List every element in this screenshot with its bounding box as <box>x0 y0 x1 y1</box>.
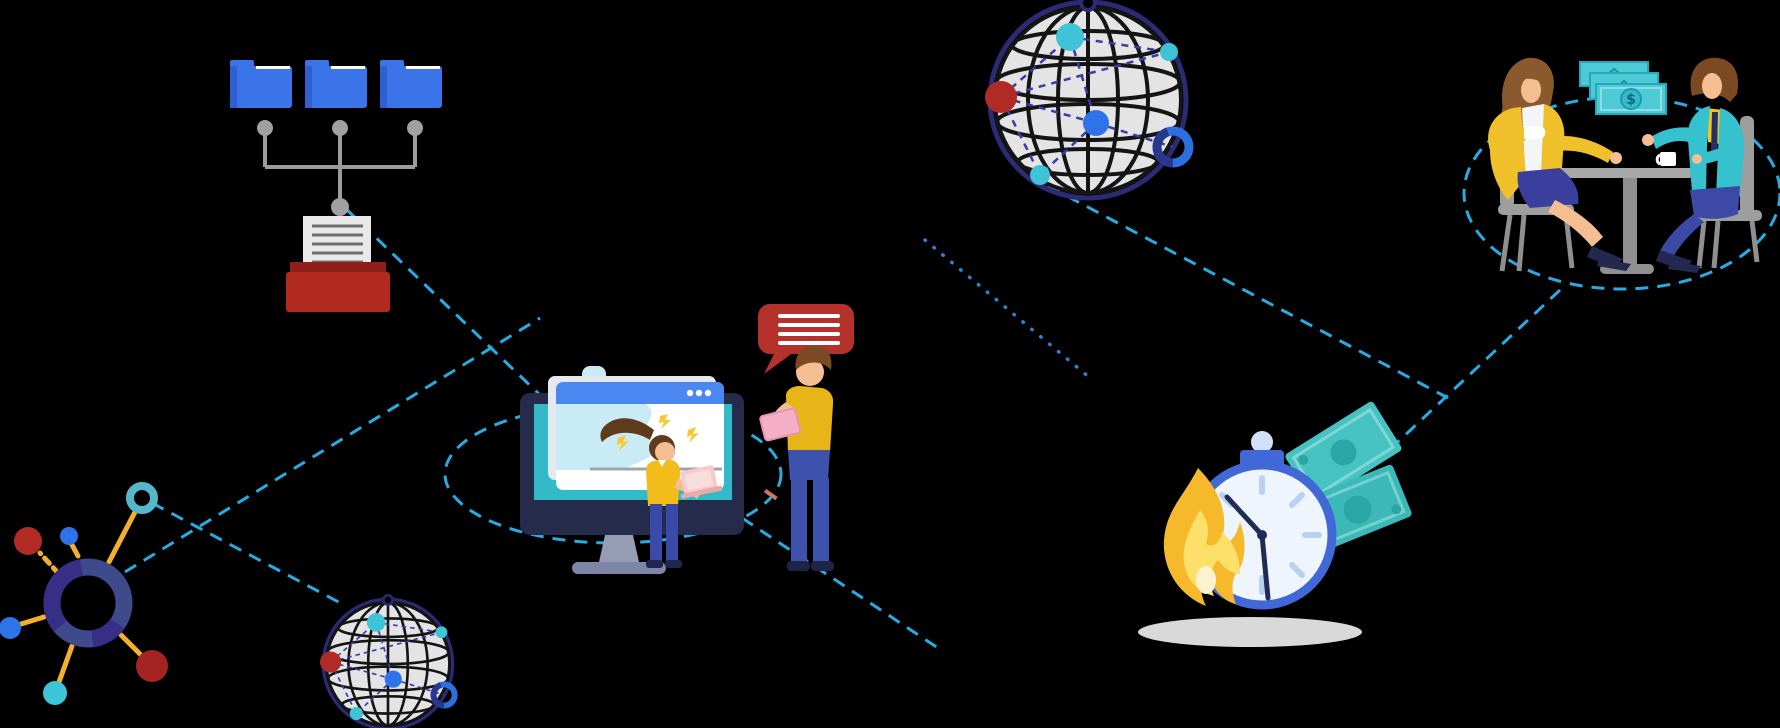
shoe <box>646 560 663 568</box>
laptop-icon <box>680 465 723 499</box>
shoe <box>787 561 810 571</box>
window-dot-icon <box>686 389 694 397</box>
hand <box>1610 152 1622 164</box>
leg <box>791 478 807 563</box>
hub-ring-segment <box>43 558 133 648</box>
shoe <box>811 561 834 571</box>
hub-ring-segment <box>43 558 133 648</box>
lightning-icon <box>617 414 699 451</box>
shoe <box>665 560 682 568</box>
jeans-hip <box>788 450 830 480</box>
blue-node-icon <box>0 617 21 639</box>
connector-hub-to-computer <box>124 316 541 574</box>
connector-computer-to-bottom <box>741 516 939 650</box>
leg <box>650 504 662 562</box>
ponytail-hair <box>600 418 654 442</box>
meeting-man <box>1642 57 1745 273</box>
hair <box>795 345 832 370</box>
connector-hub-to-small-globe <box>151 501 347 608</box>
window-dot-icon <box>695 389 703 397</box>
tree-node-dot <box>407 120 423 136</box>
connector-globe-to-stopwatch <box>1047 184 1449 400</box>
clock-hands <box>1224 494 1271 601</box>
blue-node-icon <box>60 527 78 545</box>
arm-sleeve <box>1700 134 1744 164</box>
stopwatch-knob <box>1251 431 1273 453</box>
monitor-base <box>572 562 666 574</box>
document-tray-icon <box>286 262 390 312</box>
folder-icon <box>305 60 367 108</box>
leg <box>1660 214 1704 259</box>
shoe <box>1597 258 1631 271</box>
tree-node-dot <box>257 120 273 136</box>
burning-stopwatch-money-illustration <box>1138 401 1412 647</box>
hub-spokes <box>18 509 143 685</box>
man-with-tablet <box>758 304 854 571</box>
leg <box>1548 200 1603 247</box>
woman-with-laptop <box>600 414 723 568</box>
yellow-top <box>646 460 681 506</box>
face <box>655 442 675 462</box>
tablet-icon <box>759 407 801 442</box>
face <box>1702 73 1722 99</box>
computer-error-people-illustration <box>520 304 854 574</box>
arm-sleeve <box>1548 135 1613 163</box>
red-node-icon <box>136 650 168 682</box>
folder-icon <box>230 60 292 108</box>
dotted-connector-segment <box>923 238 1092 380</box>
falling-pencil <box>763 488 778 501</box>
jacket <box>1687 106 1710 194</box>
teal-ring-node-icon <box>126 482 158 514</box>
folder-icon <box>380 60 442 108</box>
clock-center <box>1257 530 1267 540</box>
connector-archive-to-computer <box>343 206 542 397</box>
tie <box>1711 112 1718 154</box>
leg <box>666 504 678 562</box>
business-meeting-illustration: $ <box>1488 57 1762 274</box>
pants <box>1690 186 1740 219</box>
monitor-stand <box>599 535 639 562</box>
window-dot-icon <box>704 389 712 397</box>
coffee-mug-icon <box>1524 126 1546 139</box>
folder-archive-illustration <box>230 60 442 312</box>
face <box>1521 77 1541 103</box>
flame-icon <box>1163 468 1245 606</box>
meeting-woman <box>1488 57 1631 271</box>
tree-node-dot <box>331 198 349 216</box>
money-stack-icon: $ <box>1579 61 1667 115</box>
network-hub-illustration <box>0 482 168 705</box>
tree-connector <box>263 135 417 200</box>
red-node-icon <box>14 527 42 555</box>
shoe <box>1668 261 1701 273</box>
yellow-shirt <box>786 386 834 452</box>
banknote-icon <box>1285 401 1402 504</box>
dollar-coin-icon <box>1620 88 1642 110</box>
arm-sleeve <box>1496 125 1527 141</box>
shadow <box>1138 617 1362 647</box>
tree-node-dot <box>332 120 348 136</box>
hand <box>1642 134 1654 146</box>
leg <box>813 478 829 563</box>
dollar-sign: $ <box>1626 92 1636 108</box>
coffee-mug-icon <box>1655 152 1676 166</box>
skirt <box>1517 168 1579 208</box>
hand <box>1692 154 1702 164</box>
fringe <box>1518 70 1544 84</box>
teal-node-icon <box>43 681 67 705</box>
arm-sleeve <box>1651 127 1692 149</box>
browser-title-bar <box>556 382 724 404</box>
collar <box>658 460 666 467</box>
speech-bubble-icon <box>758 304 854 374</box>
